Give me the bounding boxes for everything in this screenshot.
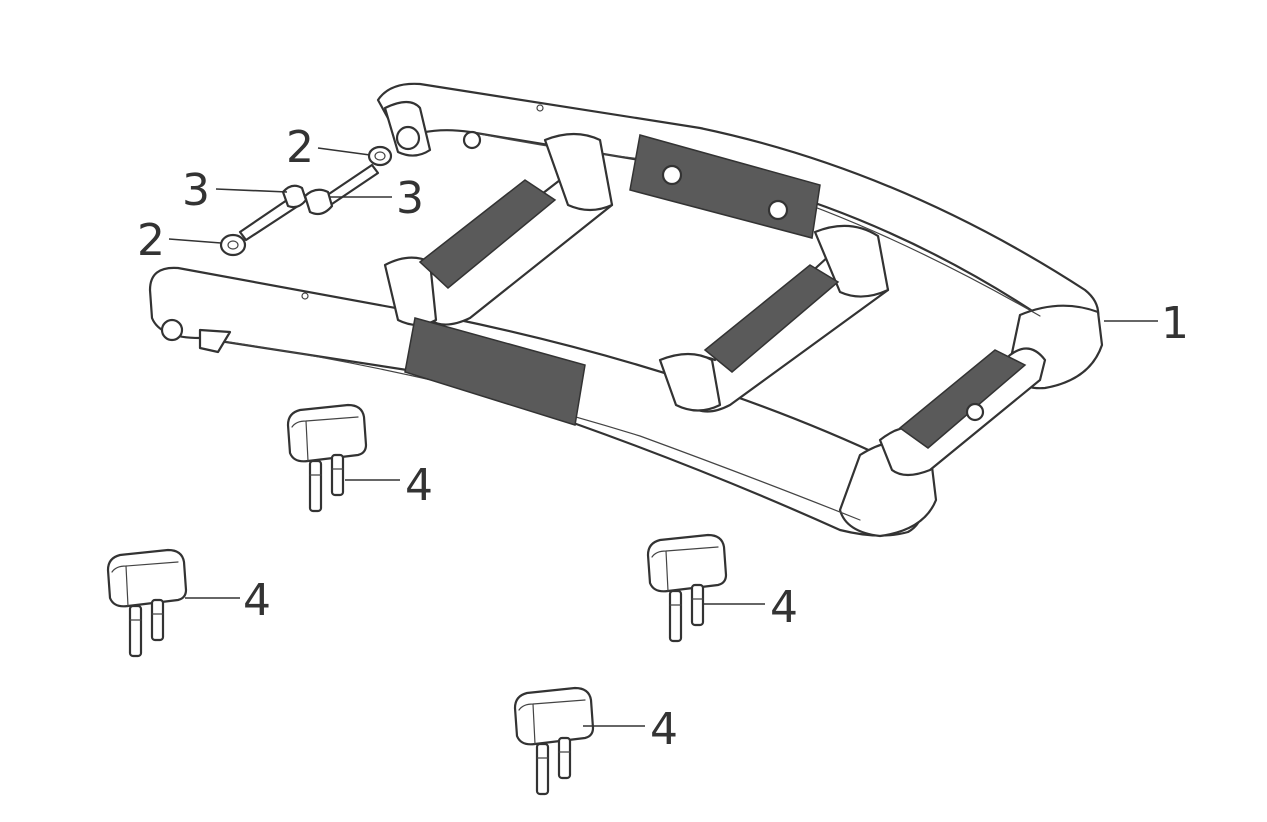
callout-2-upper: 2 (286, 122, 314, 173)
callout-4-a: 4 (405, 460, 433, 511)
rear-rack-frame (148, 82, 1104, 538)
knob-1 (286, 403, 368, 513)
bolt-left (238, 184, 308, 242)
knob-3 (646, 533, 728, 643)
callout-3-right: 3 (396, 173, 424, 224)
callout-4-b: 4 (243, 575, 271, 626)
knob-4 (513, 686, 595, 796)
callout-4-d: 4 (650, 704, 678, 755)
leader-lines (168, 147, 1158, 727)
callout-3-left: 3 (182, 165, 210, 216)
bolt-right (303, 163, 380, 216)
callout-1: 1 (1161, 298, 1189, 349)
knob-2 (106, 548, 188, 658)
callout-4-c: 4 (770, 582, 798, 633)
washer-lower (219, 233, 247, 257)
callout-2-lower: 2 (137, 215, 165, 266)
washer-upper (367, 145, 393, 167)
